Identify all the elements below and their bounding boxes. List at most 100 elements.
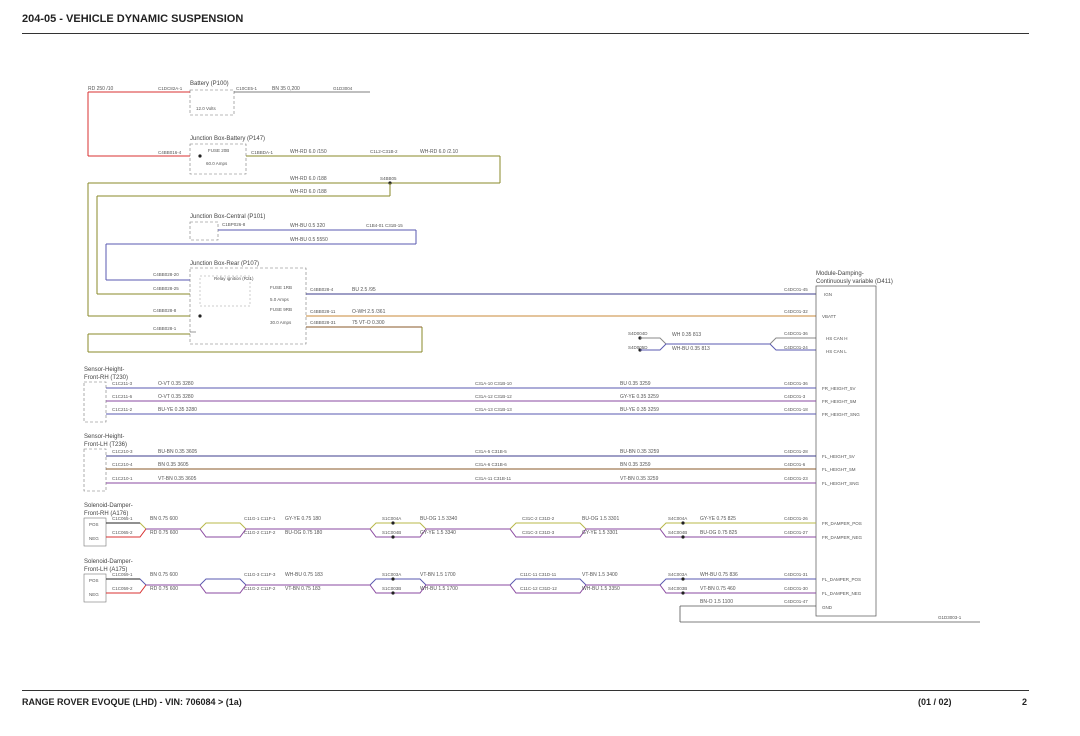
- wire-sol-rh-pos: [106, 522, 816, 530]
- module-pin: FR_DAMPER_NEG: [822, 535, 863, 540]
- pin-label: C11C-11 C31D-11: [520, 572, 557, 577]
- wire-label: WH-BU 0.35 813: [672, 346, 710, 352]
- pin-label: C4DC01-31: [784, 572, 808, 577]
- wire-label: BU 0.35 3259: [620, 381, 651, 387]
- module-pin: FR_HEIGHT_5V: [822, 386, 856, 391]
- wire-label: GY-YE 1.5 3340: [420, 530, 456, 536]
- wire-label: WH-BU 0.5 320: [290, 223, 325, 229]
- pin-label: C31A-12 C31B-12: [475, 394, 512, 399]
- wire-label: 75 VT-O 0.300: [352, 320, 385, 326]
- wire-label: WH-RD 6.0 /188: [290, 189, 327, 195]
- fuse-amps: 5.0 Amps: [270, 297, 290, 302]
- wire-label: RD 0.75 600: [150, 586, 178, 592]
- wire-label: O-VT 0.35 3280: [158, 381, 194, 387]
- module-pin-vbatt: VBATT: [822, 314, 836, 319]
- wire-label: WH-BU 0.75 836: [700, 572, 738, 578]
- wire-label: WH 0.35 813: [672, 332, 701, 338]
- pin-label: C4BB028-25: [153, 286, 179, 291]
- pin-label: C4BB028-1: [153, 326, 177, 331]
- pin-label: S1C003A: [382, 572, 401, 577]
- pin-label: C4DC01-30: [784, 586, 808, 591]
- pin-label: C11C-12 C31D-12: [520, 586, 557, 591]
- page-title: 204-05 - VEHICLE DYNAMIC SUSPENSION: [22, 13, 244, 25]
- pin-label: C1L2-C31B-2: [370, 149, 398, 154]
- wire-label: BN 0.35 3259: [620, 462, 651, 468]
- jb-central-label: Junction Box-Central (P101): [190, 214, 265, 220]
- wire-label: VT-BN 0.35 3605: [158, 476, 197, 482]
- wire-label: BN 0.35 3605: [158, 462, 189, 468]
- splice-dot: [391, 577, 395, 581]
- wire-label: BN-O 1.5 1100: [700, 599, 733, 605]
- wire-label: GY-YE 1.5 3301: [582, 530, 618, 536]
- page-number: 2: [1022, 697, 1028, 707]
- pin-label: C31A-11 C31B-11: [475, 476, 512, 481]
- jb-battery-label: Junction Box-Battery (P147): [190, 136, 265, 142]
- module-pin: FL_HEIGHT_5M: [822, 467, 856, 472]
- pin-label: C4DC01-32: [784, 309, 808, 314]
- wire-label: WH-RD 6.0 /188: [290, 176, 327, 182]
- pin-label: C4BB028-11: [310, 309, 336, 314]
- module-pin: FR_DAMPER_POS: [822, 521, 862, 526]
- pin-label: C11G-2 C11F-2: [244, 530, 276, 535]
- jb-battery-box: [189, 143, 247, 175]
- pin-label: C4DC01-3: [784, 394, 806, 399]
- pin-label: C31A-6 C31B-6: [475, 462, 507, 467]
- pin-label: S4C003B: [668, 586, 687, 591]
- solenoid-lh-label: Solenoid-Damper-: [84, 559, 133, 565]
- pin-label: C1C211-2: [112, 407, 133, 412]
- wire-label: VT-BN 0.75 183: [285, 586, 321, 592]
- solenoid-pos: POS: [89, 578, 99, 583]
- pin-label: C1C059-2: [112, 586, 133, 591]
- pin-label: C4BB028-20: [153, 272, 179, 277]
- pin-label: C31A-13 C31B-13: [475, 407, 512, 412]
- wire-label: GY-YE 0.35 3259: [620, 394, 659, 400]
- module-label: Module-Damping-: [816, 271, 864, 277]
- module-label-2: Continuously variable (D411): [816, 279, 893, 285]
- module-box: [815, 285, 877, 617]
- solenoid-lh-box: [83, 573, 107, 603]
- pin-label: C11G-3 C11F-3: [244, 572, 276, 577]
- pin-label: C4DC01-36: [784, 331, 808, 336]
- solenoid-neg: NEG: [89, 536, 99, 541]
- footer-divider: [22, 690, 1029, 691]
- pin-label: C1C211-6: [112, 394, 133, 399]
- relay-label: Relay ignition (R21): [214, 276, 254, 281]
- jb-central-box: [189, 221, 219, 241]
- wire-label: BU-OG 1.5 3340: [420, 516, 457, 522]
- relay-box: [199, 275, 251, 307]
- pin-label: C4DC01-26: [784, 516, 808, 521]
- pin-label: C4DC01-47: [784, 599, 808, 604]
- pin-label: C10CE5-1: [236, 86, 258, 91]
- pin-label: C4DC01-45: [784, 287, 808, 292]
- sensor-rh-label: Sensor-Height-: [84, 367, 124, 373]
- pin-label: C1C211-3: [112, 381, 133, 386]
- fuse-amps: 60.0 Amps: [206, 161, 228, 166]
- wire-label: GY-YE 0.75 825: [700, 516, 736, 522]
- pin-label: S4C004A: [668, 516, 687, 521]
- pin-label: C1DC82A-1: [158, 86, 183, 91]
- splice-dot: [681, 535, 685, 539]
- jb-rear-box: [189, 267, 307, 345]
- pin-label: C4DC01-24: [784, 345, 808, 350]
- wire-label: BU-BN 0.35 3259: [620, 449, 659, 455]
- ground-ref: G1D3003-1: [938, 615, 962, 620]
- wire-label: VT-BN 1.5 1700: [420, 572, 456, 578]
- fuse-label: FUSE 1RB: [270, 285, 292, 290]
- module-pin: FL_DAMPER_NEG: [822, 591, 862, 596]
- wire-label: RD 0.75 600: [150, 530, 178, 536]
- pin-label: C4BB028-4: [310, 287, 334, 292]
- pin-label: C1C210-1: [112, 476, 133, 481]
- module-pin: FL_HEIGHT_SNG: [822, 481, 860, 486]
- pin-label: C31C-2 C31D-2: [522, 516, 555, 521]
- module-pin: GND: [822, 605, 833, 610]
- splice-dot: [391, 521, 395, 525]
- wire-sol-lh-neg-rd: [106, 584, 147, 594]
- pin-label: C4DC01-36: [784, 381, 808, 386]
- module-pin: FR_HEIGHT_5M: [822, 399, 857, 404]
- pin-label: S4D004D: [628, 331, 648, 336]
- pin-label: C11G-1 C11F-1: [244, 516, 276, 521]
- pin-label: C1C059-1: [112, 572, 133, 577]
- wire-can-l: [640, 343, 816, 351]
- splice-dot: [198, 314, 202, 318]
- jb-rear-label: Junction Box-Rear (P107): [190, 261, 259, 267]
